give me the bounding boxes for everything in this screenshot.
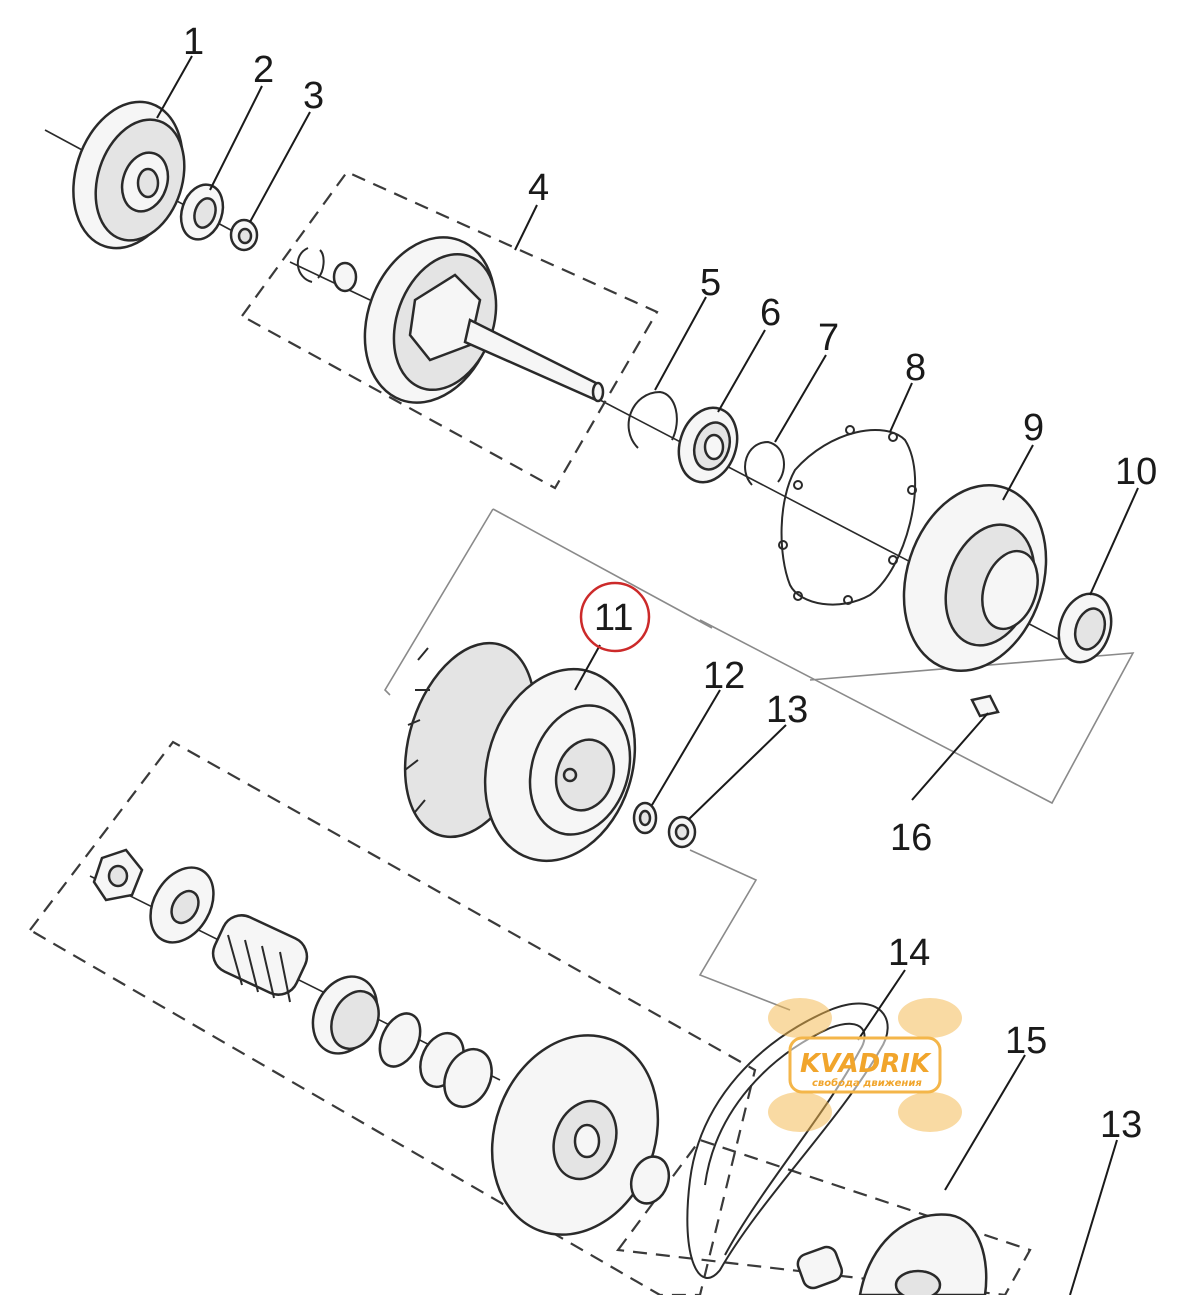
drive-pulley-assembly xyxy=(92,848,671,1236)
callout-13-upper: 13 xyxy=(766,689,808,731)
part-3-nut xyxy=(229,218,259,252)
part-7-circlip xyxy=(744,440,785,486)
part-2-seal xyxy=(179,183,225,241)
callout-6: 6 xyxy=(760,292,781,334)
leader-lines xyxy=(156,55,1139,1295)
part-15-pulley xyxy=(796,1213,988,1295)
group-box-15 xyxy=(615,1138,1032,1295)
highlight-circle-11 xyxy=(579,581,651,653)
group-box-13-link xyxy=(689,849,791,1011)
group-box-4 xyxy=(240,170,659,490)
part-1-drum xyxy=(72,100,186,250)
callout-7: 7 xyxy=(818,317,839,359)
callout-12: 12 xyxy=(703,655,745,697)
part-16-bolt xyxy=(970,694,1000,718)
part-9-cover xyxy=(902,483,1048,673)
callout-14: 14 xyxy=(888,932,930,974)
callout-5: 5 xyxy=(700,262,721,304)
callout-13-lower: 13 xyxy=(1100,1104,1142,1146)
part-8-gasket xyxy=(778,425,917,606)
callout-4: 4 xyxy=(528,167,549,209)
callout-11: 11 xyxy=(594,597,633,639)
part-12-washer xyxy=(632,801,658,835)
callout-9: 9 xyxy=(1023,407,1044,449)
part-13-nut-upper xyxy=(667,815,697,849)
callout-3: 3 xyxy=(303,75,324,117)
kvadrik-watermark-logo: KVADRIK свобода движения xyxy=(768,998,962,1132)
callout-labels: 1 2 3 4 5 6 7 8 9 10 11 12 13 16 14 15 1… xyxy=(183,21,1157,1146)
part-10-seal xyxy=(1057,592,1113,664)
callout-1: 1 xyxy=(183,21,204,63)
part-11-clutch xyxy=(403,641,637,863)
watermark-tagline: свобода движения xyxy=(812,1077,922,1089)
part-5-circlip xyxy=(627,390,678,449)
callout-16: 16 xyxy=(890,817,932,859)
callout-8: 8 xyxy=(905,347,926,389)
callout-10: 10 xyxy=(1115,451,1157,493)
callout-15: 15 xyxy=(1005,1020,1047,1062)
part-4-assembly xyxy=(297,236,605,404)
part-6-bearing xyxy=(677,406,739,484)
watermark-brand: KVADRIK xyxy=(800,1049,932,1079)
callout-2: 2 xyxy=(253,49,274,91)
